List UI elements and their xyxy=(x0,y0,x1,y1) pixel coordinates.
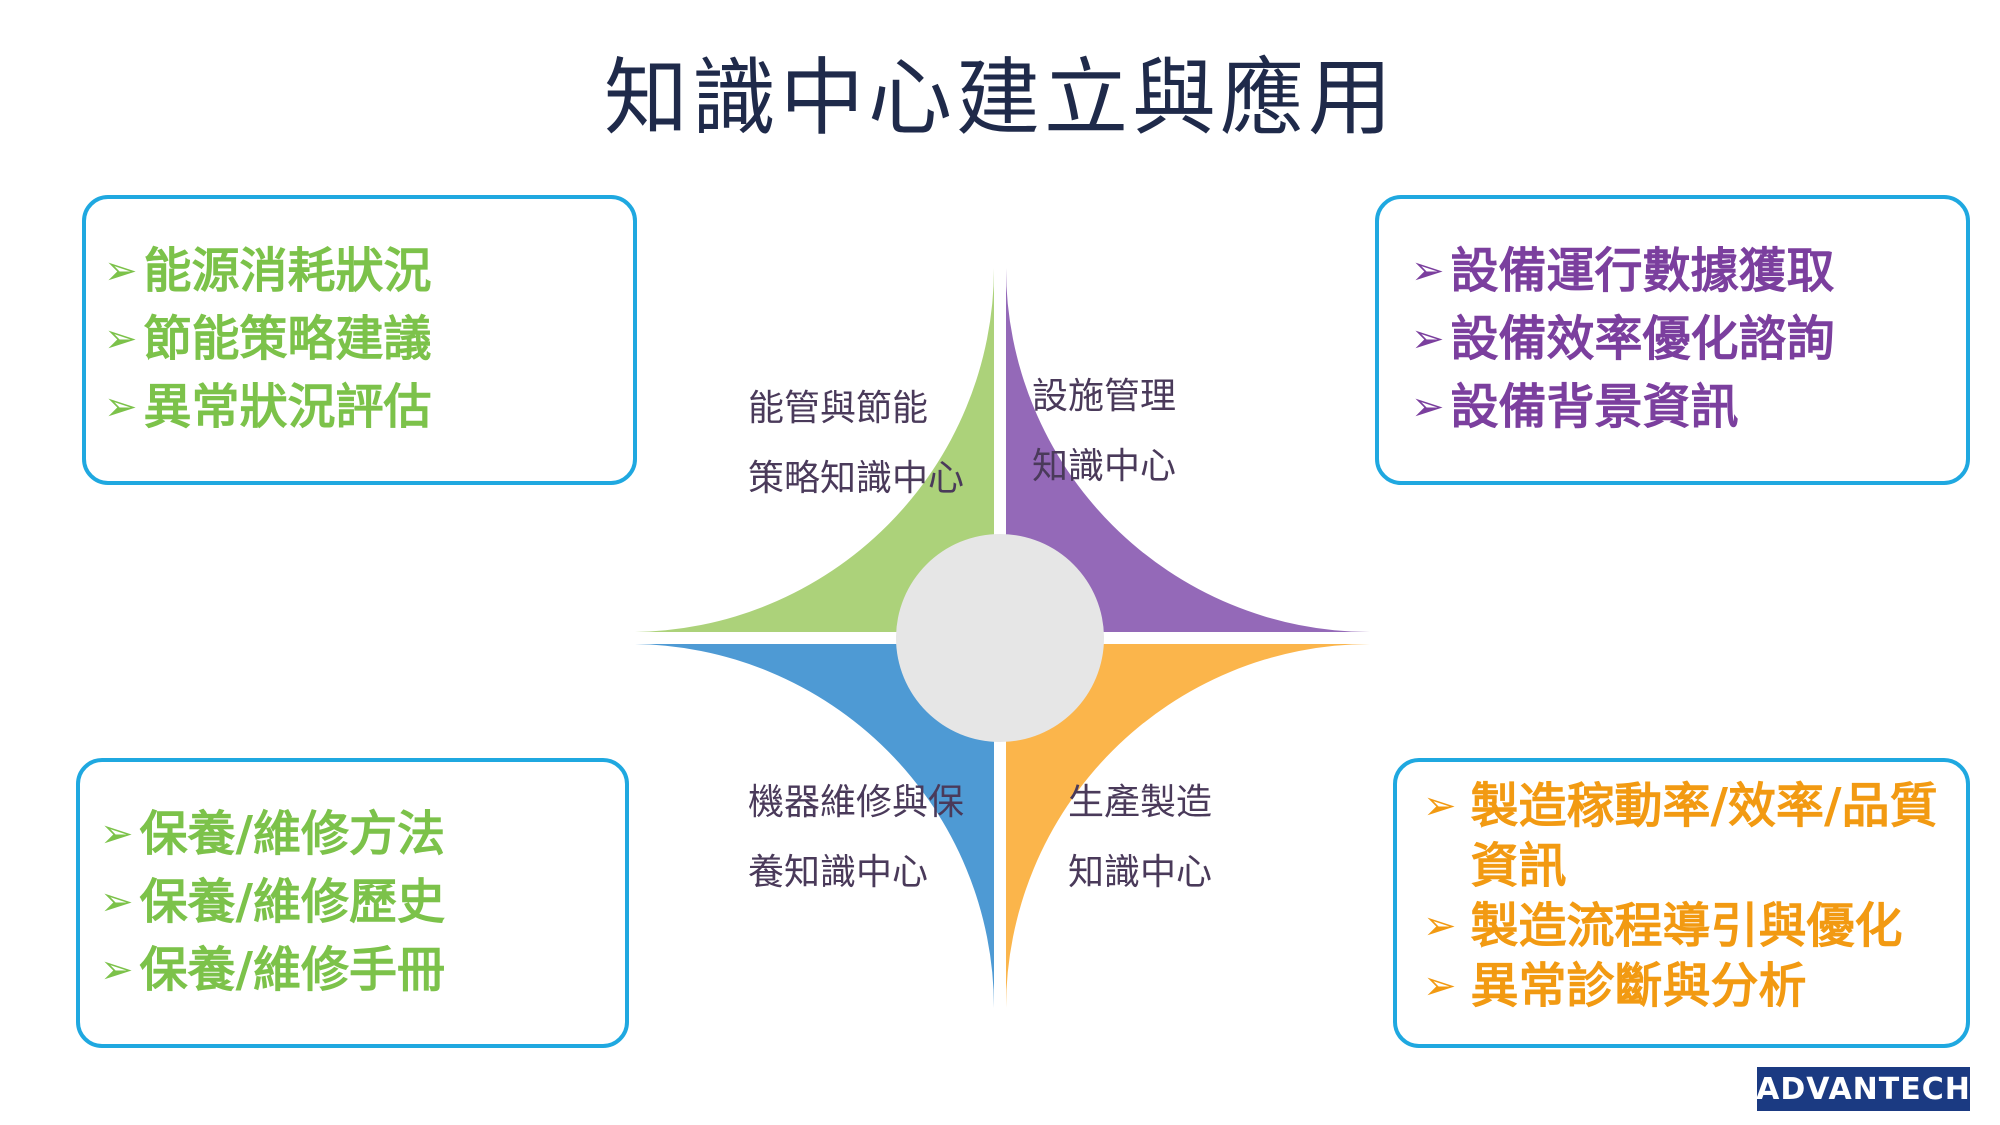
arrow-bullet-icon: ➢ xyxy=(104,248,138,294)
energy-features-box: ➢能源消耗狀況 ➢節能策略建議 ➢異常狀況評估 xyxy=(82,195,637,485)
arrow-bullet-icon: ➢ xyxy=(104,384,138,430)
list-item: ➢節能策略建議 xyxy=(104,305,633,373)
production-features-box: ➢製造稼動率/效率/品質資訊 ➢製造流程導引與優化 ➢異常診斷與分析 xyxy=(1393,758,1970,1048)
list-item: ➢製造稼動率/效率/品質資訊 xyxy=(1423,778,1938,894)
list-item: ➢設備運行數據獲取 xyxy=(1411,237,1966,305)
arrow-bullet-icon: ➢ xyxy=(100,879,134,925)
quadrant-label-production: 生產製造知識中心 xyxy=(1068,782,1213,893)
list-item: ➢設備效率優化諮詢 xyxy=(1411,305,1966,373)
list-item: ➢設備背景資訊 xyxy=(1411,373,1966,441)
quadrant-production xyxy=(1006,644,1370,1008)
arrow-bullet-icon: ➢ xyxy=(1411,384,1445,430)
facility-features-box: ➢設備運行數據獲取 ➢設備效率優化諮詢 ➢設備背景資訊 xyxy=(1375,195,1970,485)
list-item: ➢能源消耗狀況 xyxy=(104,237,633,305)
quadrant-facility xyxy=(1006,268,1370,632)
list-item: ➢保養/維修手冊 xyxy=(100,936,625,1004)
quadrant-maintenance xyxy=(630,644,994,1008)
arrow-bullet-icon: ➢ xyxy=(100,811,134,857)
list-item: ➢保養/維修歷史 xyxy=(100,868,625,936)
list-item: ➢異常狀況評估 xyxy=(104,373,633,441)
quadrant-label-energy: 能管與節能策略知識中心 xyxy=(748,388,965,499)
arrow-bullet-icon: ➢ xyxy=(1423,783,1457,829)
maintenance-features-box: ➢保養/維修方法 ➢保養/維修歷史 ➢保養/維修手冊 xyxy=(76,758,629,1048)
quadrant-energy xyxy=(630,268,994,632)
page-title: 知識中心建立與應用 xyxy=(603,49,1396,147)
arrow-bullet-icon: ➢ xyxy=(1423,963,1457,1009)
arrow-bullet-icon: ➢ xyxy=(1423,903,1457,949)
arrow-bullet-icon: ➢ xyxy=(104,316,138,362)
arrow-bullet-icon: ➢ xyxy=(1411,248,1445,294)
arrow-bullet-icon: ➢ xyxy=(1411,316,1445,362)
center-circle xyxy=(896,534,1104,742)
arrow-bullet-icon: ➢ xyxy=(100,947,134,993)
quadrant-label-facility: 設施管理知識中心 xyxy=(1032,376,1177,487)
list-item: ➢製造流程導引與優化 xyxy=(1423,898,1903,954)
list-item: ➢保養/維修方法 xyxy=(100,800,625,868)
quadrant-label-maintenance: 機器維修與保養知識中心 xyxy=(748,782,965,893)
list-item: ➢異常診斷與分析 xyxy=(1423,958,1807,1014)
advantech-logo: ADVANTECH xyxy=(1756,1067,1970,1111)
